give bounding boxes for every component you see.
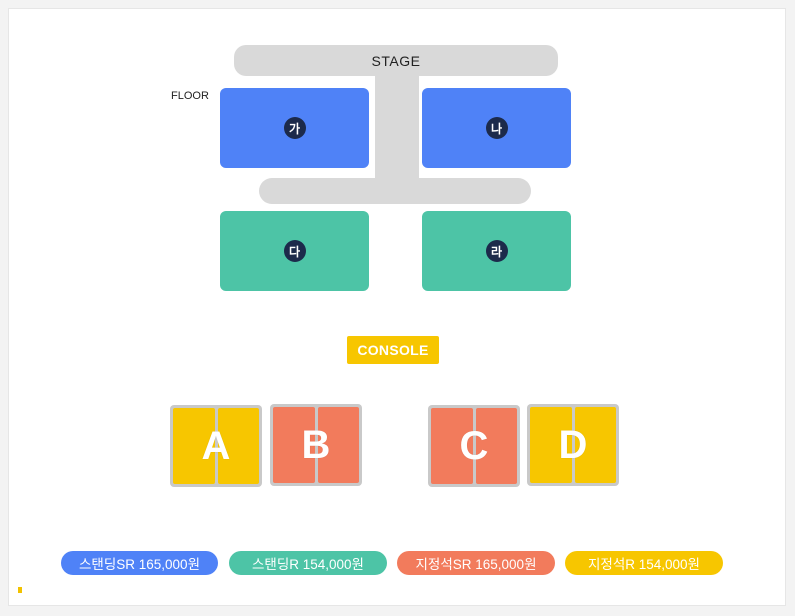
section-c-right-block: [475, 408, 517, 484]
zone-na[interactable]: 나: [422, 88, 571, 168]
zone-da[interactable]: 다: [220, 211, 369, 291]
stage-label: STAGE: [371, 52, 421, 69]
section-b-right-block: [317, 407, 359, 483]
legend-standing-sr-label: 스탠딩SR 165,000원: [79, 557, 200, 572]
zone-ga-badge: 가: [283, 117, 306, 139]
zone-ga[interactable]: 가: [220, 88, 369, 168]
section-d-right-block: [574, 407, 616, 483]
zone-ra[interactable]: 라: [422, 211, 571, 291]
section-d-label: D: [558, 422, 588, 467]
stage-runway-crossbar: [259, 178, 531, 204]
section-a-label: A: [201, 423, 231, 468]
legend-standing-r: 스탠딩R 154,000원: [229, 551, 387, 575]
zone-na-badge: 나: [485, 117, 508, 139]
legend-standing-sr: 스탠딩SR 165,000원: [61, 551, 218, 575]
section-a-left-block: [173, 408, 215, 484]
console-label: CONSOLE: [357, 342, 429, 358]
section-a[interactable]: A: [170, 405, 262, 487]
section-c[interactable]: C: [428, 405, 520, 487]
stage: STAGE: [234, 45, 558, 76]
section-b-left-block: [273, 407, 315, 483]
console-box: CONSOLE: [347, 336, 439, 364]
section-a-right-block: [217, 408, 259, 484]
section-b-label: B: [301, 422, 331, 467]
legend-reserved-r: 지정석R 154,000원: [565, 551, 723, 575]
section-d-left-block: [530, 407, 572, 483]
corner-mark: [18, 587, 22, 593]
zone-ra-badge: 라: [485, 240, 508, 262]
section-c-label: C: [459, 423, 489, 468]
section-b[interactable]: B: [270, 404, 362, 486]
legend-reserved-sr-label: 지정석SR 165,000원: [415, 557, 537, 572]
section-c-left-block: [431, 408, 473, 484]
legend-standing-r-label: 스탠딩R 154,000원: [252, 557, 364, 572]
legend-reserved-r-label: 지정석R 154,000원: [588, 557, 700, 572]
section-d[interactable]: D: [527, 404, 619, 486]
stage-runway-stem: [375, 74, 419, 186]
legend-reserved-sr: 지정석SR 165,000원: [397, 551, 555, 575]
floor-label: FLOOR: [171, 90, 209, 102]
zone-da-badge: 다: [283, 240, 306, 262]
